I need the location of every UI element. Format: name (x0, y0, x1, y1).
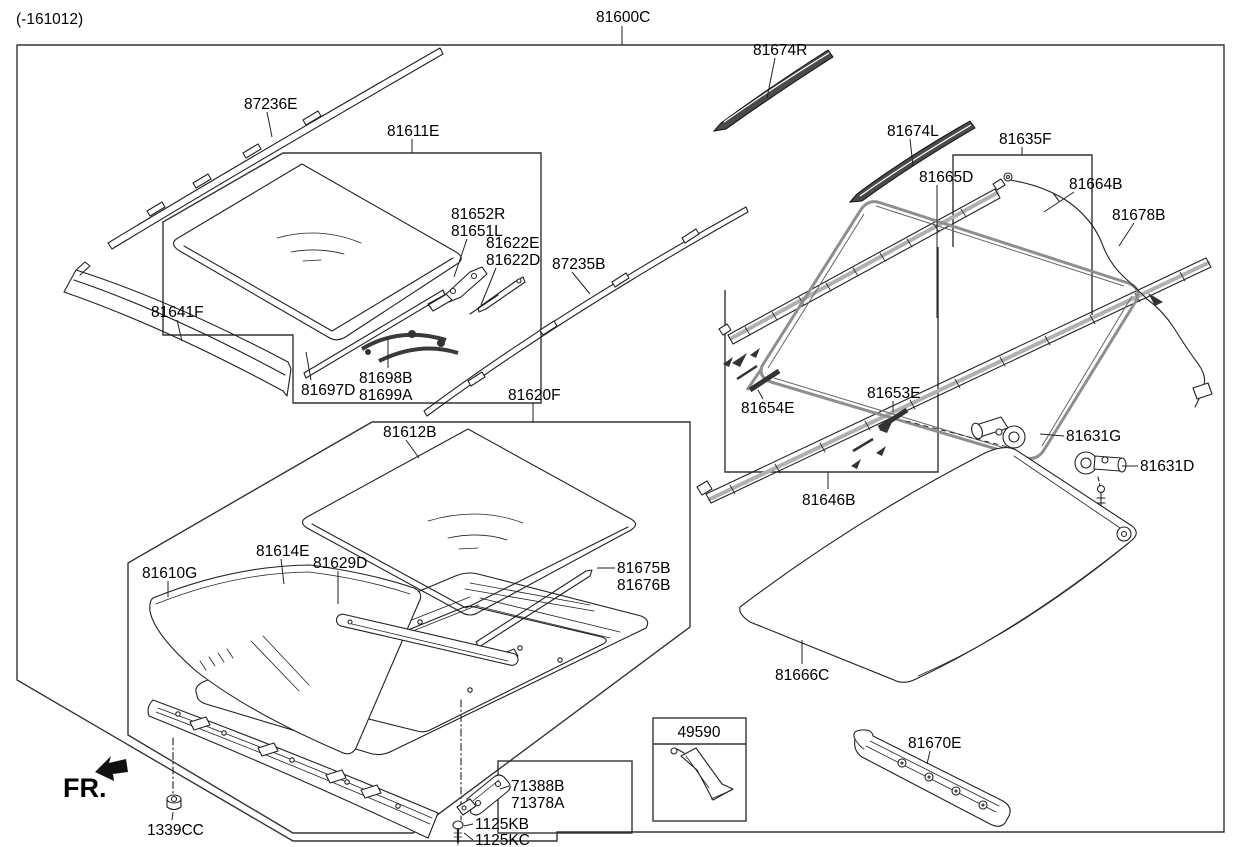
drawing-nut-1339CC (166, 737, 182, 811)
drawing-hose-81664B (1003, 172, 1148, 300)
drawing-rail-left (718, 178, 1006, 345)
part-label-81646B[interactable]: 81646B (802, 492, 855, 509)
drawing-blind-81666C (739, 447, 1137, 683)
group-box-81646B (724, 247, 939, 473)
leader-81674R (766, 57, 776, 99)
drawing-81675B-81676B (475, 569, 593, 648)
inset-box-49590 (652, 717, 747, 822)
part-label-81622D[interactable]: 81622D (486, 252, 540, 269)
leader-81614E (280, 558, 285, 585)
group-box-81620F (127, 421, 691, 834)
leader-1125KB (463, 823, 474, 827)
fr-direction-arrow-icon (95, 756, 128, 781)
part-label-81600C[interactable]: 81600C (596, 9, 650, 26)
part-label-81666C[interactable]: 81666C (775, 667, 829, 684)
diagram-borders (16, 44, 1225, 842)
leader-87236E (266, 111, 273, 138)
part-label-81699A[interactable]: 81699A (359, 387, 413, 404)
part-label-81629D[interactable]: 81629D (313, 555, 367, 572)
part-label-71378A[interactable]: 71378A (511, 795, 565, 812)
part-label-81670E[interactable]: 81670E (908, 735, 961, 752)
part-label-87236E[interactable]: 87236E (244, 96, 297, 113)
part-label-81635F[interactable]: 81635F (999, 131, 1052, 148)
part-label-81654E[interactable]: 81654E (741, 400, 794, 417)
fr-direction-label: FR. (63, 773, 107, 803)
group-box-81611E (162, 152, 542, 404)
leader-87235B (571, 271, 591, 295)
drawing-front-panel (147, 699, 439, 839)
part-label-81610G[interactable]: 81610G (142, 565, 197, 582)
part-labels: (-161012) 81600C 87236E 81611E 81674R 81… (16, 9, 1194, 847)
leader-lines (167, 26, 1138, 841)
drawing-81670E (853, 729, 1011, 827)
part-label-71388B[interactable]: 71388B (511, 778, 564, 795)
part-label-81651L[interactable]: 81651L (451, 223, 503, 240)
leader-81631G (1039, 433, 1065, 437)
part-label-81612B[interactable]: 81612B (383, 424, 436, 441)
part-label-1339CC[interactable]: 1339CC (147, 822, 204, 839)
drawing-81697D (303, 289, 446, 379)
revision-note: (-161012) (16, 11, 83, 28)
drawing-glass-81612B (301, 428, 637, 616)
part-label-81697D[interactable]: 81697D (301, 382, 355, 399)
part-label-1125KC[interactable]: 1125KC (475, 832, 530, 847)
drawing-81674R (712, 49, 834, 132)
part-label-81698B[interactable]: 81698B (359, 370, 412, 387)
leader-81674L (909, 138, 914, 167)
leader-81678B (1118, 222, 1135, 247)
drawing-81652R-81651L (427, 266, 488, 312)
part-label-81611E[interactable]: 81611E (387, 123, 439, 140)
drawing-motor-81631G (971, 416, 1026, 449)
part-label-81631D[interactable]: 81631D (1140, 458, 1194, 475)
part-label-81675B[interactable]: 81675B (617, 560, 670, 577)
drawing-sealant-tube-icon (670, 747, 734, 801)
leader-81612B (405, 439, 420, 459)
drawing-bolt-1125 (452, 820, 464, 846)
part-label-81653E[interactable]: 81653E (867, 385, 920, 402)
drawing-81622E-81622D (469, 276, 526, 315)
drawing-sunshade-81610G (149, 564, 422, 755)
part-label-87235B[interactable]: 87235B (552, 256, 605, 273)
drawing-87235B (423, 206, 749, 417)
leader-71388B (499, 785, 510, 790)
leader-81697D (305, 351, 312, 381)
leader-1339CC (171, 811, 174, 821)
part-label-81665D[interactable]: 81665D (919, 169, 973, 186)
drawing-motor-81631D (1074, 451, 1127, 516)
drawing-81629D (335, 613, 519, 666)
part-label-81674L[interactable]: 81674L (887, 123, 939, 140)
part-label-1125KB[interactable]: 1125KB (475, 816, 529, 833)
part-label-81622E[interactable]: 81622E (486, 235, 539, 252)
part-label-81652R[interactable]: 81652R (451, 206, 505, 223)
part-label-81641F[interactable]: 81641F (151, 304, 204, 321)
part-label-81631G[interactable]: 81631G (1066, 428, 1121, 445)
drawing-81654E (723, 348, 781, 393)
drawing-81641F (63, 261, 292, 397)
leader-81664B (1043, 191, 1075, 213)
leader-81670E (926, 750, 931, 765)
drawing-87236E (107, 47, 444, 250)
part-label-81674R[interactable]: 81674R (753, 42, 807, 59)
outer-border (16, 44, 1225, 842)
part-label-81620F[interactable]: 81620F (508, 387, 561, 404)
leader-81622D (480, 267, 497, 306)
drawing-81698B-81699A (360, 330, 459, 363)
leader-81654E (757, 389, 764, 400)
drawing-81653E (851, 407, 1009, 469)
part-label-81614E[interactable]: 81614E (256, 543, 309, 560)
drawing-bracket-71388B (456, 699, 511, 821)
part-label-81664B[interactable]: 81664B (1069, 176, 1122, 193)
part-label-81678B[interactable]: 81678B (1112, 207, 1165, 224)
part-label-49590[interactable]: 49590 (677, 724, 720, 741)
leader-81641F (176, 319, 183, 342)
leader-81651L (453, 238, 468, 278)
part-label-81676B[interactable]: 81676B (617, 577, 670, 594)
drawing-wire-81678B (1146, 298, 1213, 408)
leader-1125KC (463, 832, 474, 841)
